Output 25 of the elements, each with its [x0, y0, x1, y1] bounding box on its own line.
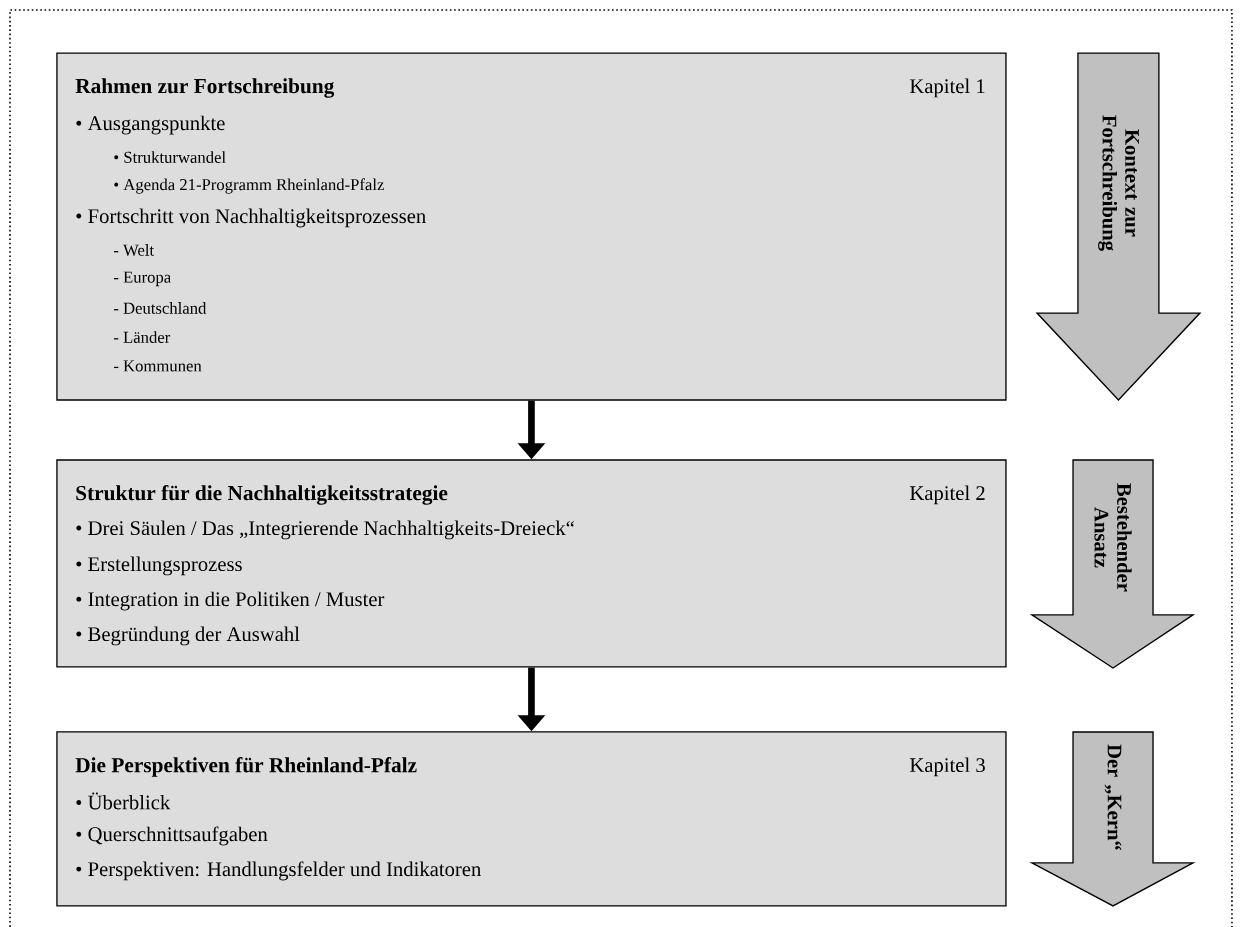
sub-item: - Welt — [113, 244, 154, 256]
sub-item: • Agenda 21-Programm Rheinland-Pfalz — [114, 178, 384, 194]
bullet-item: • Fortschritt von Nachhaltigkeitsprozessen — [76, 208, 426, 228]
heading: Struktur für die Nachhaltigkeitsstrategie — [76, 485, 448, 505]
chapter-label: Kapitel 2 — [909, 485, 985, 505]
bullet-item: • Integration in die Politiken / Muster — [76, 591, 385, 611]
heading: Rahmen zur Fortschreibung — [75, 78, 335, 98]
bullet-item: • Drei Säulen / Das „Integrierende Nachhaltigkeits-Dreieck“ — [76, 520, 574, 540]
chapter-label: Kapitel 3 — [909, 757, 985, 777]
sub-item: - Europa — [113, 271, 171, 287]
sub-item: - Deutschland — [113, 302, 207, 314]
bullet-item: • Perspektiven: Handlungsfelder und Indikatoren — [76, 861, 481, 881]
chapter-box — [56, 52, 1007, 401]
bullet-item: • Querschnittsaufgaben — [76, 826, 268, 846]
chapter-label: Kapitel 1 — [909, 78, 985, 98]
chapter-box — [56, 459, 1007, 668]
bullet-item: • Erstellungsprozess — [76, 556, 242, 576]
sub-item: • Strukturwandel — [114, 151, 226, 163]
heading: Die Perspektiven für Rheinland-Pfalz — [75, 757, 417, 777]
bullet-item: • Begründung der Auswahl — [76, 626, 300, 646]
sub-item: - Länder — [113, 331, 171, 343]
chapter-box — [56, 731, 1007, 907]
bullet-item: • Überblick — [76, 792, 171, 810]
bullet-item: • Ausgangspunkte — [76, 115, 225, 135]
sub-item: - Kommunen — [113, 360, 202, 372]
